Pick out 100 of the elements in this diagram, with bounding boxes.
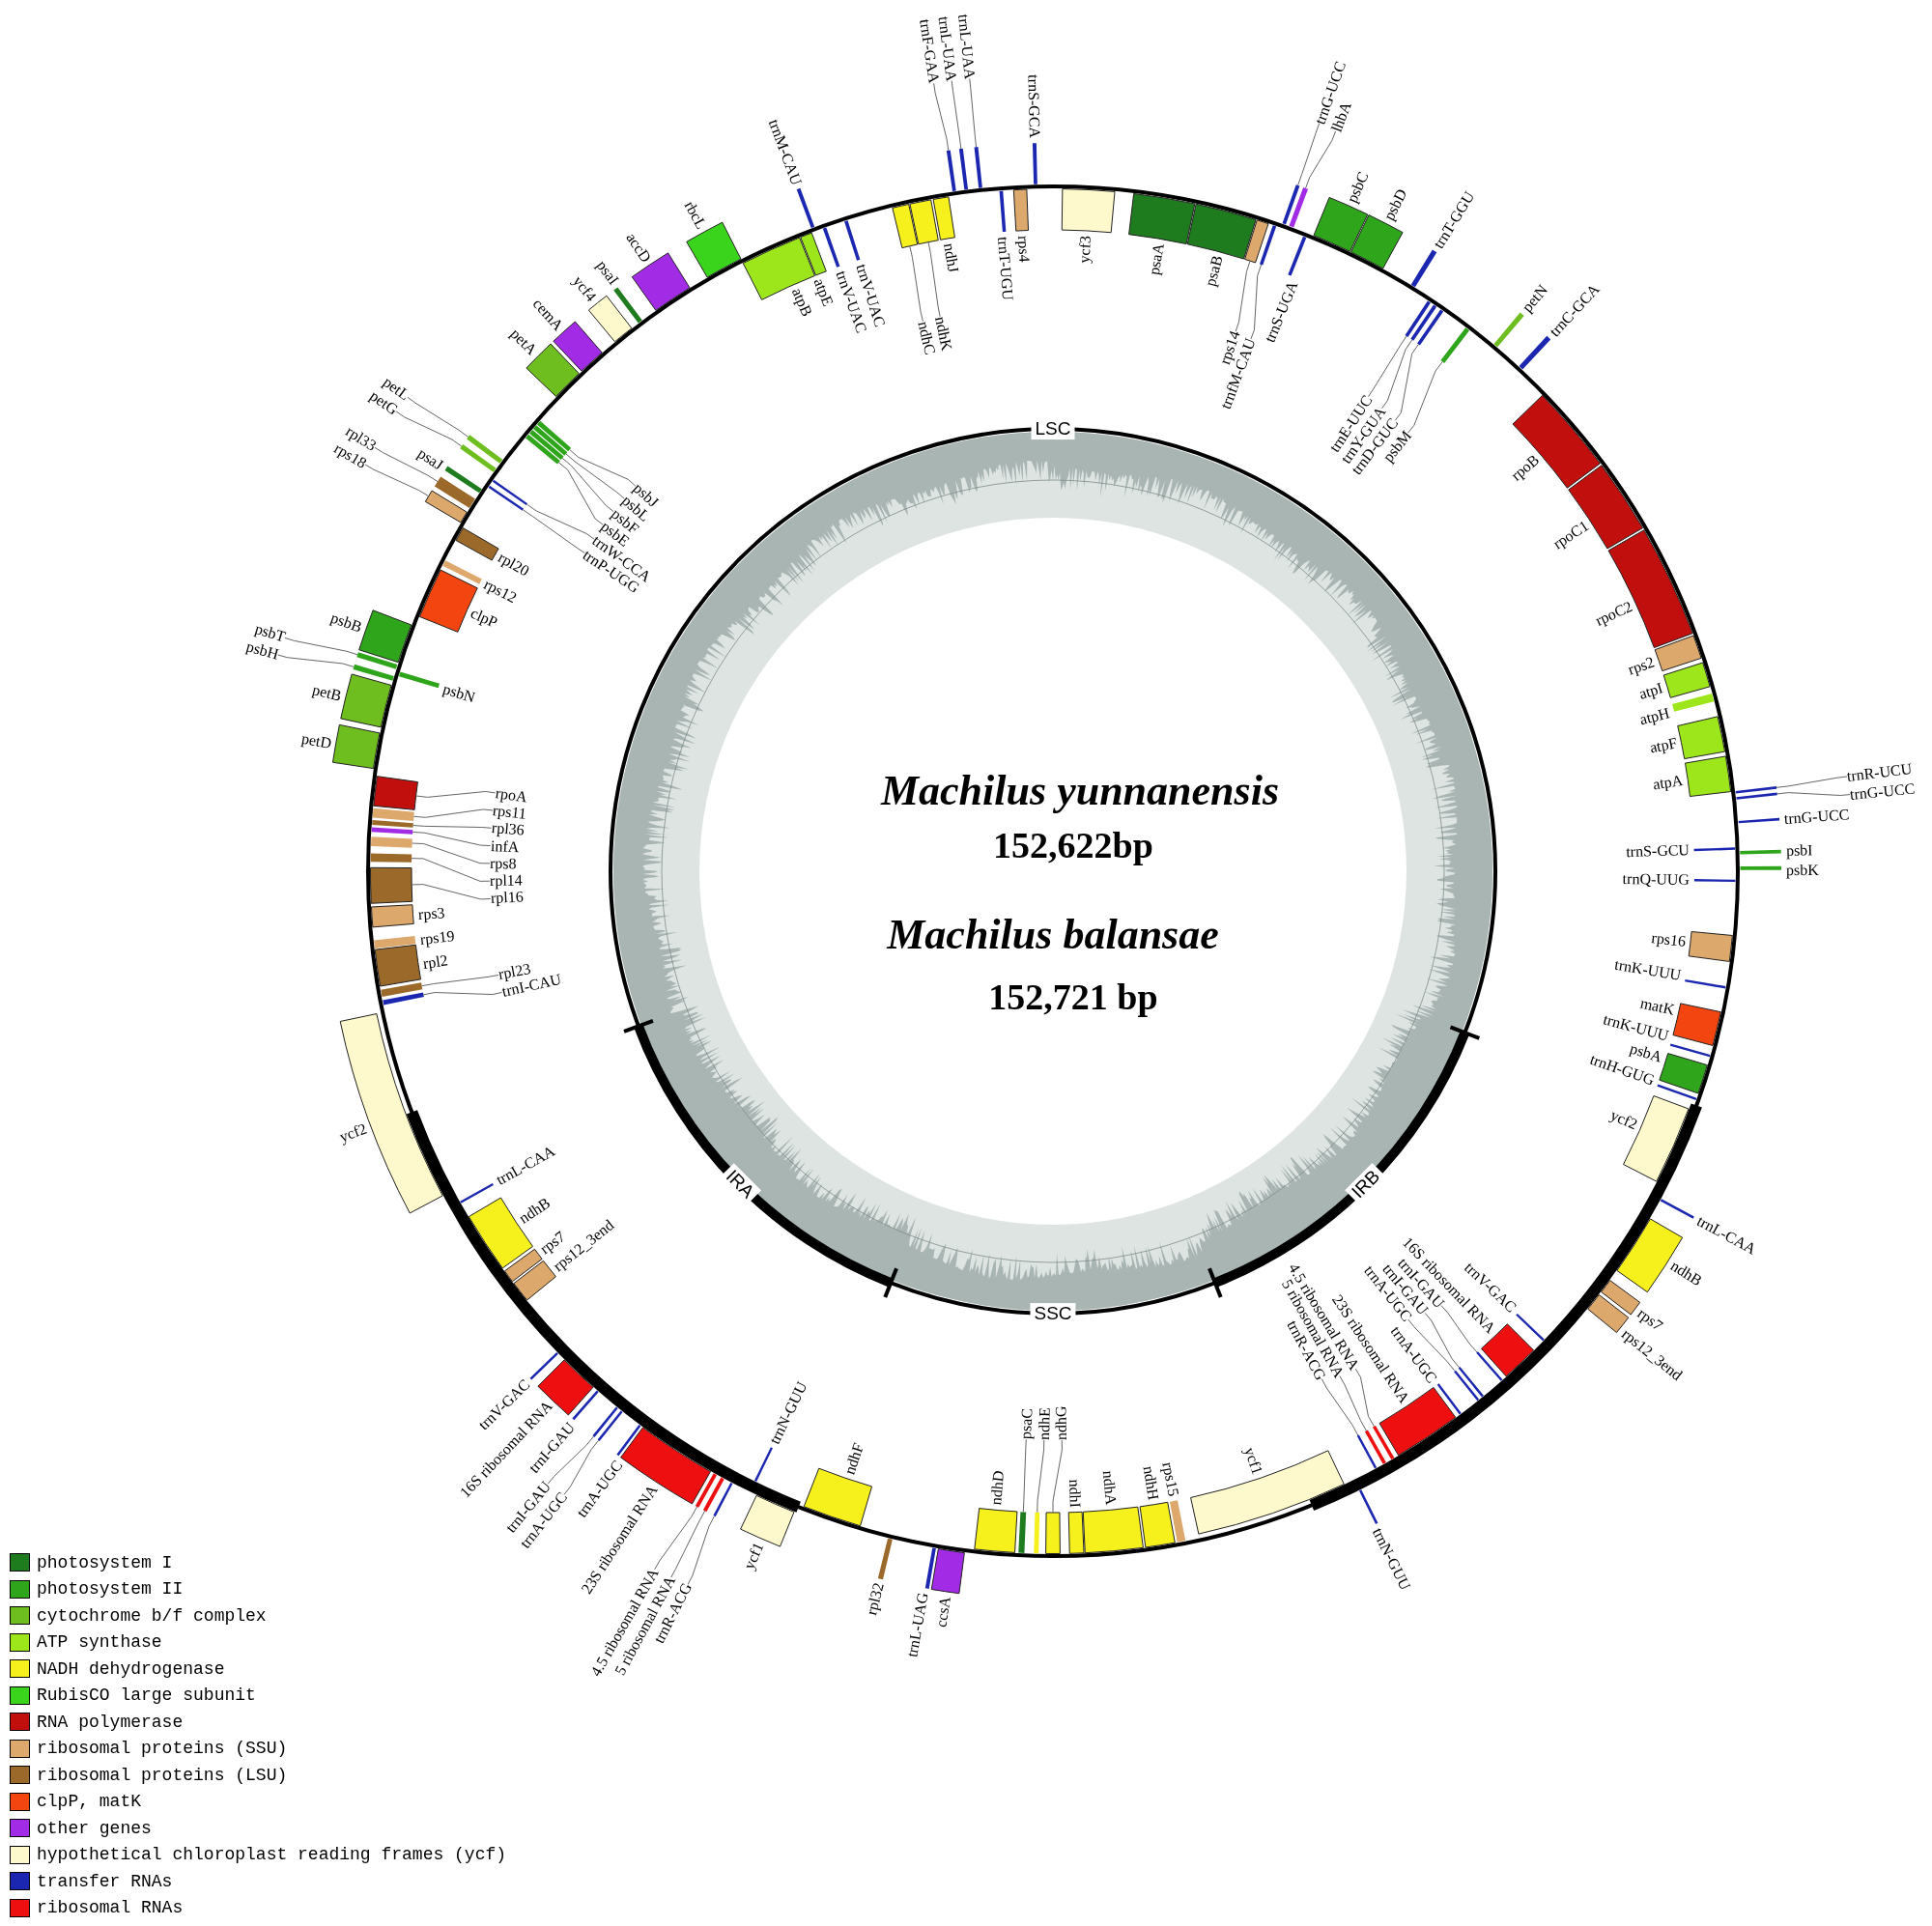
gene-label: ccsA	[933, 1595, 953, 1629]
legend-label: cytochrome b/f complex	[37, 1606, 267, 1625]
gene-block	[1436, 1383, 1462, 1415]
gene-block	[370, 853, 412, 863]
gene-block	[1032, 143, 1037, 184]
gene-label: rps19	[419, 928, 456, 949]
gene-block	[339, 1013, 443, 1214]
leader-line	[951, 80, 962, 150]
leader-line	[1339, 1375, 1367, 1431]
gene-block	[372, 820, 413, 828]
leader-line	[422, 991, 503, 996]
gene-block	[713, 1482, 733, 1517]
gene-block	[374, 936, 416, 949]
gene-block	[930, 1548, 965, 1595]
gene-block	[513, 1260, 556, 1301]
gene-block	[1260, 225, 1277, 266]
gene-block	[1045, 1512, 1061, 1554]
gene-block	[1669, 1043, 1711, 1058]
gene-block	[1139, 1501, 1176, 1548]
gene-block	[1128, 192, 1196, 244]
leader-line	[1394, 343, 1419, 421]
gene-label: ycf1	[1241, 1445, 1265, 1477]
leader-line	[563, 1439, 600, 1495]
leader-line	[569, 449, 637, 487]
gene-block	[529, 1351, 558, 1380]
gene-block	[503, 1248, 543, 1283]
gene-label: ycf1	[741, 1540, 767, 1572]
gene-label: rps4	[1014, 235, 1033, 263]
gene-label: rps2	[1626, 654, 1657, 678]
gene-label: psaC	[1018, 1408, 1036, 1440]
gene-block	[1519, 335, 1551, 370]
gene-label: ndhI	[1065, 1479, 1083, 1508]
leader-line	[1440, 1305, 1478, 1353]
gene-label: trnG-UCC	[1783, 806, 1850, 827]
leader-line	[522, 509, 585, 554]
gene-label: psbC	[1344, 169, 1372, 205]
leader-line	[1297, 123, 1321, 186]
gene-label: ndhB	[1667, 1257, 1705, 1289]
gene-block	[1740, 849, 1781, 855]
gene-block	[492, 479, 528, 506]
leader-line	[1321, 1378, 1359, 1436]
gene-label: rpl32	[864, 1581, 887, 1618]
gene-block	[370, 836, 412, 848]
leader-line	[1235, 260, 1251, 332]
species-name: Machilus balansae	[887, 911, 1219, 959]
gene-label: trnS-GCA	[1025, 74, 1043, 139]
gene-label: atpI	[1636, 679, 1665, 702]
gene-label: rpoB	[1508, 451, 1543, 484]
gene-block	[370, 866, 413, 904]
gene-block	[1288, 236, 1307, 276]
gene-block	[1685, 755, 1732, 798]
gene-label: trnS-GCU	[1625, 842, 1690, 861]
leader-line	[1037, 1439, 1045, 1514]
leader-line	[1407, 361, 1443, 434]
gene-block	[373, 776, 418, 810]
gene-label: atpF	[1648, 735, 1679, 757]
gene-block	[1359, 1489, 1378, 1524]
leader-line	[933, 82, 950, 152]
gene-label: atpH	[1638, 705, 1672, 728]
gene-block	[424, 490, 468, 524]
leader-line	[1776, 792, 1851, 796]
gene-block	[974, 147, 982, 188]
gene-block	[332, 723, 381, 770]
legend-label: RNA polymerase	[37, 1713, 184, 1731]
gene-block	[1018, 1512, 1027, 1553]
gene-label: psaI	[594, 257, 622, 288]
leader-line	[1368, 335, 1407, 398]
leader-line	[927, 241, 941, 318]
gene-block	[1244, 219, 1269, 264]
leader-line	[687, 1515, 715, 1585]
gene-block	[1493, 312, 1524, 348]
gene-block	[444, 466, 482, 494]
gene-block	[1012, 188, 1029, 232]
gene-label: ndhF	[841, 1441, 867, 1477]
gene-block	[932, 196, 955, 241]
gene-block	[892, 203, 919, 249]
gene-block	[877, 1538, 893, 1580]
gene-label: matK	[1638, 995, 1676, 1018]
leader-line	[1381, 339, 1413, 410]
leader-line	[557, 462, 604, 525]
gene-block	[460, 1182, 494, 1204]
legend-label: ATP synthase	[37, 1633, 162, 1651]
leader-line	[1407, 1318, 1456, 1372]
gene-label: petB	[310, 682, 343, 704]
gene-label: ndhJ	[941, 241, 962, 273]
gene-block	[381, 982, 423, 997]
gene-label: psbN	[440, 680, 477, 705]
gene-label: rpl14	[489, 872, 523, 890]
gene-label: rbcL	[681, 198, 709, 232]
leader-line	[411, 884, 492, 900]
gene-label: rps11	[492, 803, 528, 822]
gene-label: rps8	[489, 855, 517, 872]
leader-line	[1052, 1439, 1063, 1514]
leader-line	[561, 457, 614, 513]
gene-label: psaA	[1146, 241, 1167, 276]
gene-label: rpoA	[494, 784, 528, 806]
gene-block	[1685, 978, 1726, 989]
legend-label: ribosomal proteins (SSU)	[37, 1740, 288, 1757]
gene-label: rps15	[1159, 1460, 1181, 1498]
gene-block	[370, 904, 414, 928]
